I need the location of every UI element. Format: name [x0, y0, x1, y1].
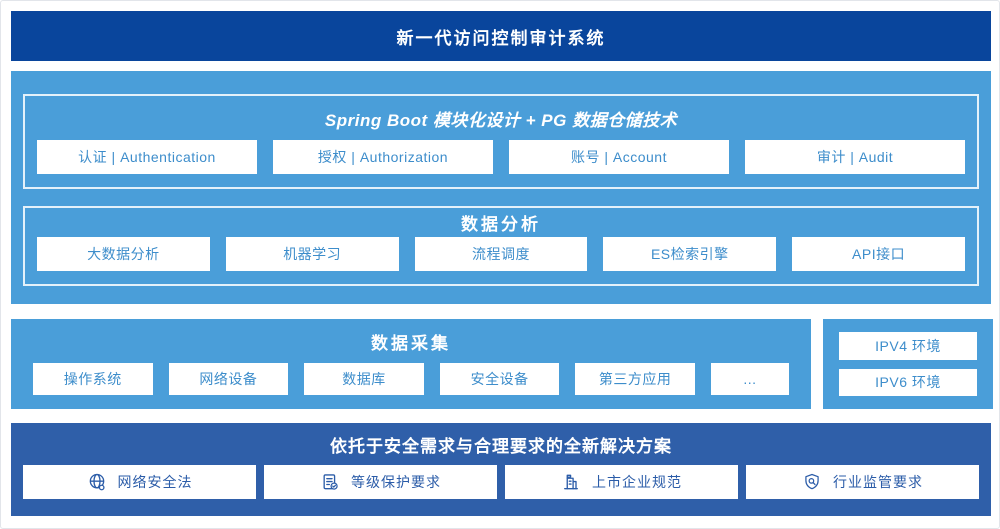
- module-audit: 审计 | Audit: [745, 140, 965, 174]
- module-authentication: 认证 | Authentication: [37, 140, 257, 174]
- data-collection-row: 操作系统 网络设备 数据库 安全设备 第三方应用 ...: [33, 363, 789, 395]
- data-analysis-section: 数据分析 大数据分析 机器学习 流程调度 ES检索引擎 API接口: [23, 206, 979, 286]
- platform-block: Spring Boot 模块化设计 + PG 数据仓储技术 认证 | Authe…: [11, 71, 991, 304]
- source-network-device: 网络设备: [168, 363, 289, 395]
- data-collection-block: 数据采集 操作系统 网络设备 数据库 安全设备 第三方应用 ...: [11, 319, 811, 409]
- analysis-es-search: ES检索引擎: [603, 237, 777, 271]
- solution-item-label: 等级保护要求: [351, 474, 441, 490]
- env-ipv4: IPV4 环境: [839, 332, 977, 360]
- data-analysis-row: 大数据分析 机器学习 流程调度 ES检索引擎 API接口: [37, 237, 965, 271]
- springboot-section: Spring Boot 模块化设计 + PG 数据仓储技术 认证 | Authe…: [23, 94, 979, 189]
- solution-item-label: 行业监管要求: [833, 474, 923, 490]
- source-os: 操作系统: [33, 363, 153, 395]
- globe-icon: [87, 472, 107, 492]
- checklist-icon: [320, 472, 340, 492]
- analysis-bigdata: 大数据分析: [37, 237, 210, 271]
- source-database: 数据库: [304, 363, 424, 395]
- solution-row: 网络安全法 等级保护要求: [23, 465, 979, 499]
- solution-industry-regulation: 行业监管要求: [746, 465, 979, 499]
- solution-listed-company: 上市企业规范: [505, 465, 738, 499]
- analysis-api: API接口: [792, 237, 965, 271]
- solution-classified-protection: 等级保护要求: [264, 465, 497, 499]
- source-security-device: 安全设备: [439, 363, 560, 395]
- building-icon: [561, 472, 581, 492]
- solution-cybersecurity-law: 网络安全法: [23, 465, 256, 499]
- analysis-machine-learning: 机器学习: [225, 237, 399, 271]
- springboot-section-title: Spring Boot 模块化设计 + PG 数据仓储技术: [324, 110, 678, 130]
- module-authorization: 授权 | Authorization: [273, 140, 493, 174]
- page-title: 新一代访问控制审计系统: [396, 28, 606, 48]
- source-more: ...: [710, 363, 789, 395]
- solution-item-label: 网络安全法: [117, 474, 193, 490]
- solution-title: 依托于安全需求与合理要求的全新解决方案: [330, 436, 672, 456]
- source-thirdparty-app: 第三方应用: [575, 363, 695, 395]
- solution-block: 依托于安全需求与合理要求的全新解决方案 网络安全法: [11, 423, 991, 516]
- env-ipv6: IPV6 环境: [839, 368, 977, 396]
- main-title-banner: 新一代访问控制审计系统: [11, 11, 991, 61]
- springboot-module-row: 认证 | Authentication 授权 | Authorization 账…: [37, 140, 965, 174]
- solution-item-label: 上市企业规范: [592, 474, 682, 490]
- module-account: 账号 | Account: [509, 140, 729, 174]
- shield-search-icon: [802, 472, 822, 492]
- environments-block: IPV4 环境 IPV6 环境: [823, 319, 993, 409]
- data-analysis-title: 数据分析: [461, 215, 541, 234]
- data-collection-title: 数据采集: [371, 333, 451, 353]
- analysis-workflow: 流程调度: [414, 237, 588, 271]
